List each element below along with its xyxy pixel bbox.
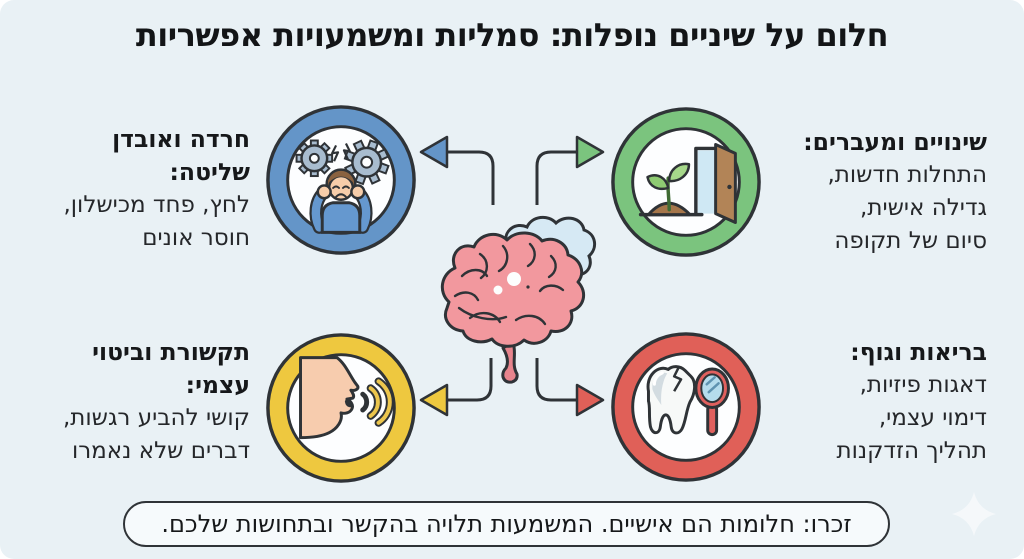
cracked-tooth-icon (646, 365, 697, 435)
gear-icon (295, 139, 334, 178)
anxiety-body: לחץ, פחד מכישלון,חוסר אונים (63, 192, 250, 251)
changes-heading: שינויים ומעברים: (803, 128, 987, 156)
stress-bolts-icon (331, 142, 351, 162)
hand-mirror-icon (694, 367, 730, 437)
speaking-face (299, 356, 360, 440)
speaking-profile-icon (266, 333, 416, 483)
sprout-icon (638, 162, 704, 217)
arrowhead-bottom-left (419, 383, 449, 417)
health-body: דאגות פיזיות,דימוי עצמי,תהליך הזדקנות (836, 372, 987, 464)
sparkle-icon (952, 492, 996, 536)
brain-with-thought-cloud-icon (419, 135, 605, 417)
communication-body: קושי להביע רגשות,דברים שלא נאמרו (62, 405, 250, 464)
brain-folds (453, 242, 565, 326)
communication-badge (262, 329, 420, 487)
brain-highlight (493, 285, 503, 295)
changes-body: התחלות חדשות,גדילה אישית,סיום של תקופה (827, 162, 987, 254)
sprout-and-open-door-icon (611, 107, 761, 257)
brain-highlight (507, 272, 521, 286)
door-knob (727, 184, 732, 190)
open-door-icon (694, 142, 737, 224)
changes-text: שינויים ומעברים: התחלות חדשות,גדילה אישי… (755, 126, 987, 258)
stressed-person-gears-icon (266, 105, 416, 255)
gear-icon (343, 139, 390, 186)
health-badge (607, 328, 765, 486)
arrowhead-bottom-right (575, 383, 605, 417)
anxiety-badge (262, 101, 420, 259)
arrowhead-top-right (575, 135, 605, 169)
brain-icon (440, 231, 586, 384)
stressed-person-figure (309, 168, 373, 234)
page-title: חלום על שיניים נופלות: סמליות ומשמעויות … (135, 16, 889, 54)
cracked-tooth-and-mirror-icon (611, 332, 761, 482)
sound-waves-icon (360, 377, 394, 427)
changes-badge (607, 103, 765, 261)
footer-note-text: זכרו: חלומות הם אישיים. המשמעות תלויה בה… (161, 510, 852, 538)
health-heading: בריאות וגוף: (850, 338, 987, 366)
arrowhead-top-left (419, 135, 449, 169)
health-text: בריאות וגוף: דאגות פיזיות,דימוי עצמי,תהל… (755, 336, 987, 468)
footer-note: זכרו: חלומות הם אישיים. המשמעות תלויה בה… (123, 501, 890, 547)
connector-lines (448, 150, 576, 402)
